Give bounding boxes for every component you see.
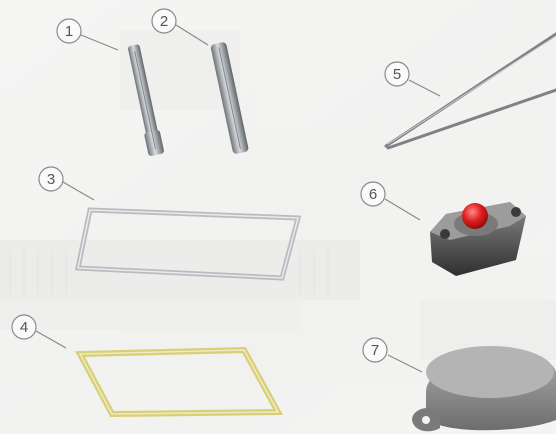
callout-number-1: 1: [65, 23, 73, 40]
callout-6: 6: [361, 182, 385, 206]
callout-4: 4: [12, 315, 36, 339]
callout-number-6: 6: [369, 186, 377, 203]
callout-number-7: 7: [371, 342, 379, 359]
callout-number-3: 3: [47, 171, 55, 188]
callout-number-4: 4: [20, 319, 28, 336]
callout-number-2: 2: [160, 13, 168, 30]
callout-7: 7: [363, 338, 387, 362]
callout-2: 2: [152, 9, 176, 33]
callout-number-5: 5: [393, 66, 401, 83]
callout-5: 5: [385, 62, 409, 86]
callout-3: 3: [39, 167, 63, 191]
callout-1: 1: [57, 19, 81, 43]
